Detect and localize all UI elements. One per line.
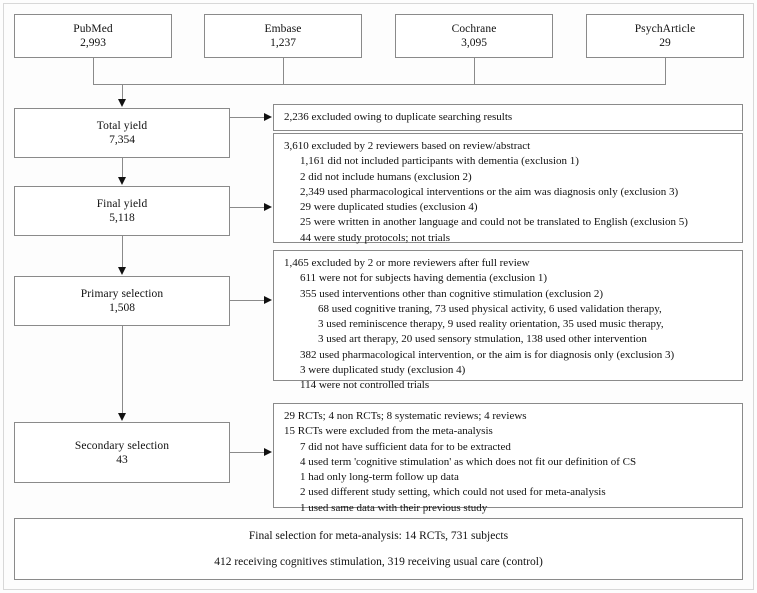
source-name: PsychArticle: [634, 23, 696, 35]
exclusion-line: 355 used interventions other than cognit…: [300, 287, 604, 300]
exclusion-line: 3 used art therapy, 20 used sensory stmu…: [318, 333, 647, 346]
exclusion-line: 29 RCTs; 4 non RCTs; 8 systematic review…: [284, 410, 527, 422]
stage-box-primary-selection[interactable]: Primary selection 1,508: [14, 276, 230, 326]
stage-name: Total yield: [96, 120, 148, 132]
exclusion-box-review-abstract[interactable]: 3,610 excluded by 2 reviewers based on r…: [273, 133, 743, 244]
exclusion-line: 15 RCTs were excluded from the meta-anal…: [284, 425, 493, 438]
exclusion-line: 7 did not have sufficient data for to be…: [300, 440, 511, 453]
connector-total-to-final: [122, 158, 123, 178]
stage-name: Secondary selection: [74, 439, 170, 452]
source-name: Embase: [264, 23, 302, 35]
exclusion-line: 1 had only long-term follow up data: [300, 471, 459, 484]
stage-box-total-yield[interactable]: Total yield 7,354: [14, 108, 230, 158]
exclusion-line: 3,610 excluded by 2 reviewers based on r…: [284, 140, 531, 152]
stage-name: Final yield: [96, 198, 148, 210]
exclusion-line: 68 used cognitive traning, 73 used physi…: [318, 302, 662, 315]
connector-final-to-primary: [122, 236, 123, 268]
exclusion-line: 2,349 used pharmacological interventions…: [300, 185, 679, 198]
stage-box-final-yield[interactable]: Final yield 5,118: [14, 186, 230, 236]
exclusion-line: 611 were not for subjects having dementi…: [300, 272, 548, 285]
connector-sources-manifold: [93, 84, 666, 85]
stage-name: Primary selection: [80, 288, 164, 300]
exclusion-line: 114 were not controlled trials: [300, 379, 430, 392]
exclusion-line: 1 used same data with their previous stu…: [300, 501, 488, 514]
exclusion-box-full-review[interactable]: 1,465 excluded by 2 or more reviewers af…: [273, 250, 743, 391]
connector-cochrane-drop: [474, 58, 475, 84]
exclusion-box-meta-analysis[interactable]: 29 RCTs; 4 non RCTs; 8 systematic review…: [273, 403, 743, 514]
exclusion-line: 1,161 did not included participants with…: [300, 155, 579, 168]
source-count: 2,993: [80, 37, 106, 49]
connector-primary-to-exclusion: [230, 300, 265, 301]
stage-box-secondary-selection[interactable]: Secondary selection 43: [14, 422, 230, 483]
connector-final-to-exclusion: [230, 207, 265, 208]
final-selection-line-2: 412 receiving cognitives stimulation, 31…: [214, 556, 543, 568]
source-box-cochrane[interactable]: Cochrane 3,095: [395, 14, 553, 58]
exclusion-line: 25 were written in another language and …: [300, 216, 688, 229]
final-selection-line-1: Final selection for meta-analysis: 14 RC…: [248, 530, 509, 542]
exclusion-line: 3 were duplicated study (exclusion 4): [300, 364, 466, 377]
arrowhead-to-secondary-selection: [118, 413, 126, 421]
source-count: 3,095: [461, 37, 487, 49]
arrowhead-to-final-yield: [118, 177, 126, 185]
exclusion-line: 2 used different study setting, which co…: [300, 486, 606, 499]
arrowhead-to-exclusion-full-review: [264, 296, 272, 304]
connector-embase-drop: [283, 58, 284, 84]
exclusion-line: 2,236 excluded owing to duplicate search…: [284, 111, 513, 123]
source-name: Cochrane: [451, 23, 497, 35]
arrowhead-to-primary-selection: [118, 267, 126, 275]
stage-count: 43: [116, 453, 128, 466]
connector-pubmed-drop: [93, 58, 94, 84]
exclusion-line: 3 used reminiscence therapy, 9 used real…: [318, 318, 664, 331]
exclusion-box-duplicates[interactable]: 2,236 excluded owing to duplicate search…: [273, 104, 743, 131]
exclusion-line: 44 were study protocols; not trials: [300, 231, 451, 244]
source-box-pubmed[interactable]: PubMed 2,993: [14, 14, 172, 58]
source-count: 29: [659, 37, 671, 49]
exclusion-line: 4 used term 'cognitive stimulation' as w…: [300, 455, 637, 468]
arrowhead-to-total-yield: [118, 99, 126, 107]
stage-count: 5,118: [109, 212, 135, 224]
connector-total-to-exclusion: [230, 117, 265, 118]
connector-manifold-to-total-yield: [122, 84, 123, 101]
source-name: PubMed: [73, 23, 113, 35]
arrowhead-to-exclusion-duplicates: [264, 113, 272, 121]
connector-psycharticle-drop: [665, 58, 666, 84]
source-box-embase[interactable]: Embase 1,237: [204, 14, 362, 58]
exclusion-line: 29 were duplicated studies (exclusion 4): [300, 201, 478, 214]
connector-secondary-to-exclusion: [230, 452, 265, 453]
source-count: 1,237: [270, 37, 296, 49]
exclusion-line: 1,465 excluded by 2 or more reviewers af…: [284, 257, 530, 269]
stage-count: 7,354: [109, 134, 135, 146]
exclusion-line: 382 used pharmacological intervention, o…: [300, 348, 675, 361]
final-selection-box[interactable]: Final selection for meta-analysis: 14 RC…: [14, 518, 743, 580]
arrowhead-to-exclusion-meta-analysis: [264, 448, 272, 456]
exclusion-line: 2 did not include humans (exclusion 2): [300, 170, 472, 183]
arrowhead-to-exclusion-review-abstract: [264, 203, 272, 211]
stage-count: 1,508: [109, 302, 135, 314]
source-box-psycharticle[interactable]: PsychArticle 29: [586, 14, 744, 58]
connector-primary-to-secondary: [122, 326, 123, 414]
